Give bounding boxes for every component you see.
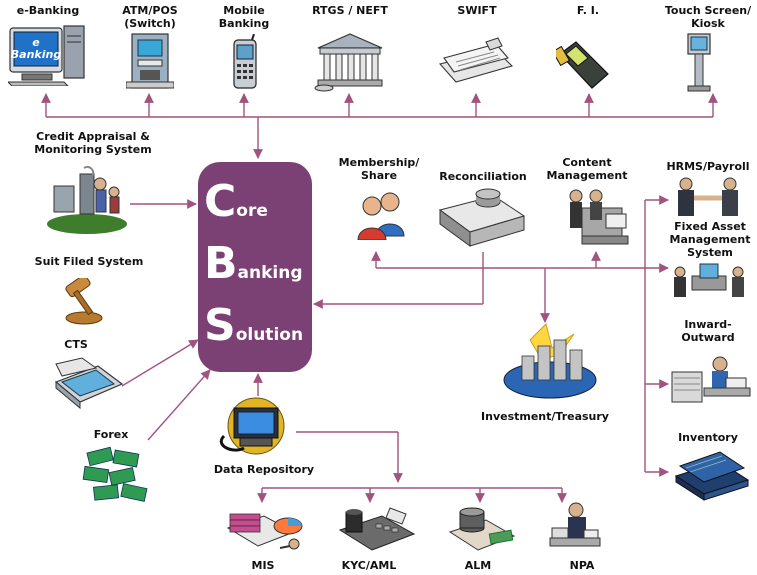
currency-notes-icon	[82, 446, 148, 502]
cbs-initial-b: B	[204, 238, 238, 289]
swift-documents-icon	[438, 37, 514, 83]
fixed-asset-icon	[674, 263, 744, 297]
investment-icon	[503, 323, 597, 399]
inward-outward-icon	[671, 356, 751, 403]
content-management-icon	[569, 189, 629, 245]
label-hrms: HRMS/Payroll	[666, 160, 750, 173]
bank-building-icon	[314, 33, 383, 92]
label-kiosk: Touch Screen/ Kiosk	[664, 4, 752, 30]
scanner-icon	[54, 357, 124, 410]
label-investment: Investment/Treasury	[481, 410, 609, 423]
core-banking-solution-box: Core Banking Solution	[198, 162, 312, 372]
label-reconciliation: Reconciliation	[439, 170, 527, 183]
mis-icon	[226, 513, 303, 550]
cbs-rest-olution: olution	[235, 325, 304, 345]
ebanking-screen-text-line: Banking	[11, 48, 62, 61]
label-rtgs-neft: RTGS / NEFT	[312, 4, 388, 17]
credit-appraisal-icon	[47, 166, 127, 234]
cbs-initial-c: C	[204, 176, 237, 227]
handshake-icon	[678, 177, 738, 216]
label-kyc-aml: KYC/AML	[341, 559, 397, 572]
label-cts: CTS	[64, 338, 88, 351]
data-repository-icon	[220, 397, 285, 455]
label-inventory: Inventory	[678, 431, 738, 444]
label-ebanking: e-Banking	[16, 4, 80, 17]
card-terminal-icon	[556, 41, 609, 89]
label-fixed-asset: Fixed Asset Management System	[669, 220, 751, 259]
label-forex: Forex	[93, 428, 129, 441]
arrow-forex-to-core	[147, 369, 211, 441]
label-fi: F. I.	[576, 4, 600, 17]
label-mobile-banking: Mobile Banking	[218, 4, 270, 30]
ebanking-screen-text-line: e	[32, 36, 40, 49]
label-mis: MIS	[251, 559, 275, 572]
cbs-line-banking: Banking	[204, 238, 303, 289]
cbs-initial-s: S	[204, 300, 236, 351]
inventory-files-icon	[674, 451, 750, 501]
cbs-line-solution: Solution	[204, 300, 303, 351]
alm-icon	[448, 507, 516, 551]
cbs-line-core: Core	[204, 176, 268, 227]
label-atm-pos: ATM/POS (Switch)	[122, 4, 178, 30]
label-membership: Membership/ Share	[338, 156, 420, 182]
mobile-phone-icon	[233, 34, 257, 89]
label-content-mgmt: Content Management	[546, 156, 628, 182]
cbs-rest-ore: ore	[236, 201, 268, 221]
label-npa: NPA	[569, 559, 595, 572]
label-alm: ALM	[464, 559, 492, 572]
cbs-rest-anking: anking	[237, 263, 303, 283]
label-data-repository: Data Repository	[213, 463, 315, 476]
label-inward-outward: Inward- Outward	[681, 318, 735, 344]
label-credit-appraisal: Credit Appraisal & Monitoring System	[34, 130, 152, 156]
kiosk-icon	[687, 33, 711, 92]
label-swift: SWIFT	[457, 4, 497, 17]
label-suit-filed: Suit Filed System	[34, 255, 144, 268]
atm-icon	[126, 33, 174, 89]
npa-icon	[549, 502, 601, 547]
gavel-icon	[65, 278, 103, 325]
people-icon	[357, 192, 405, 240]
kyc-aml-icon	[338, 507, 416, 551]
reconciliation-icon	[438, 188, 526, 247]
arrow-cts-to-core	[121, 339, 199, 387]
